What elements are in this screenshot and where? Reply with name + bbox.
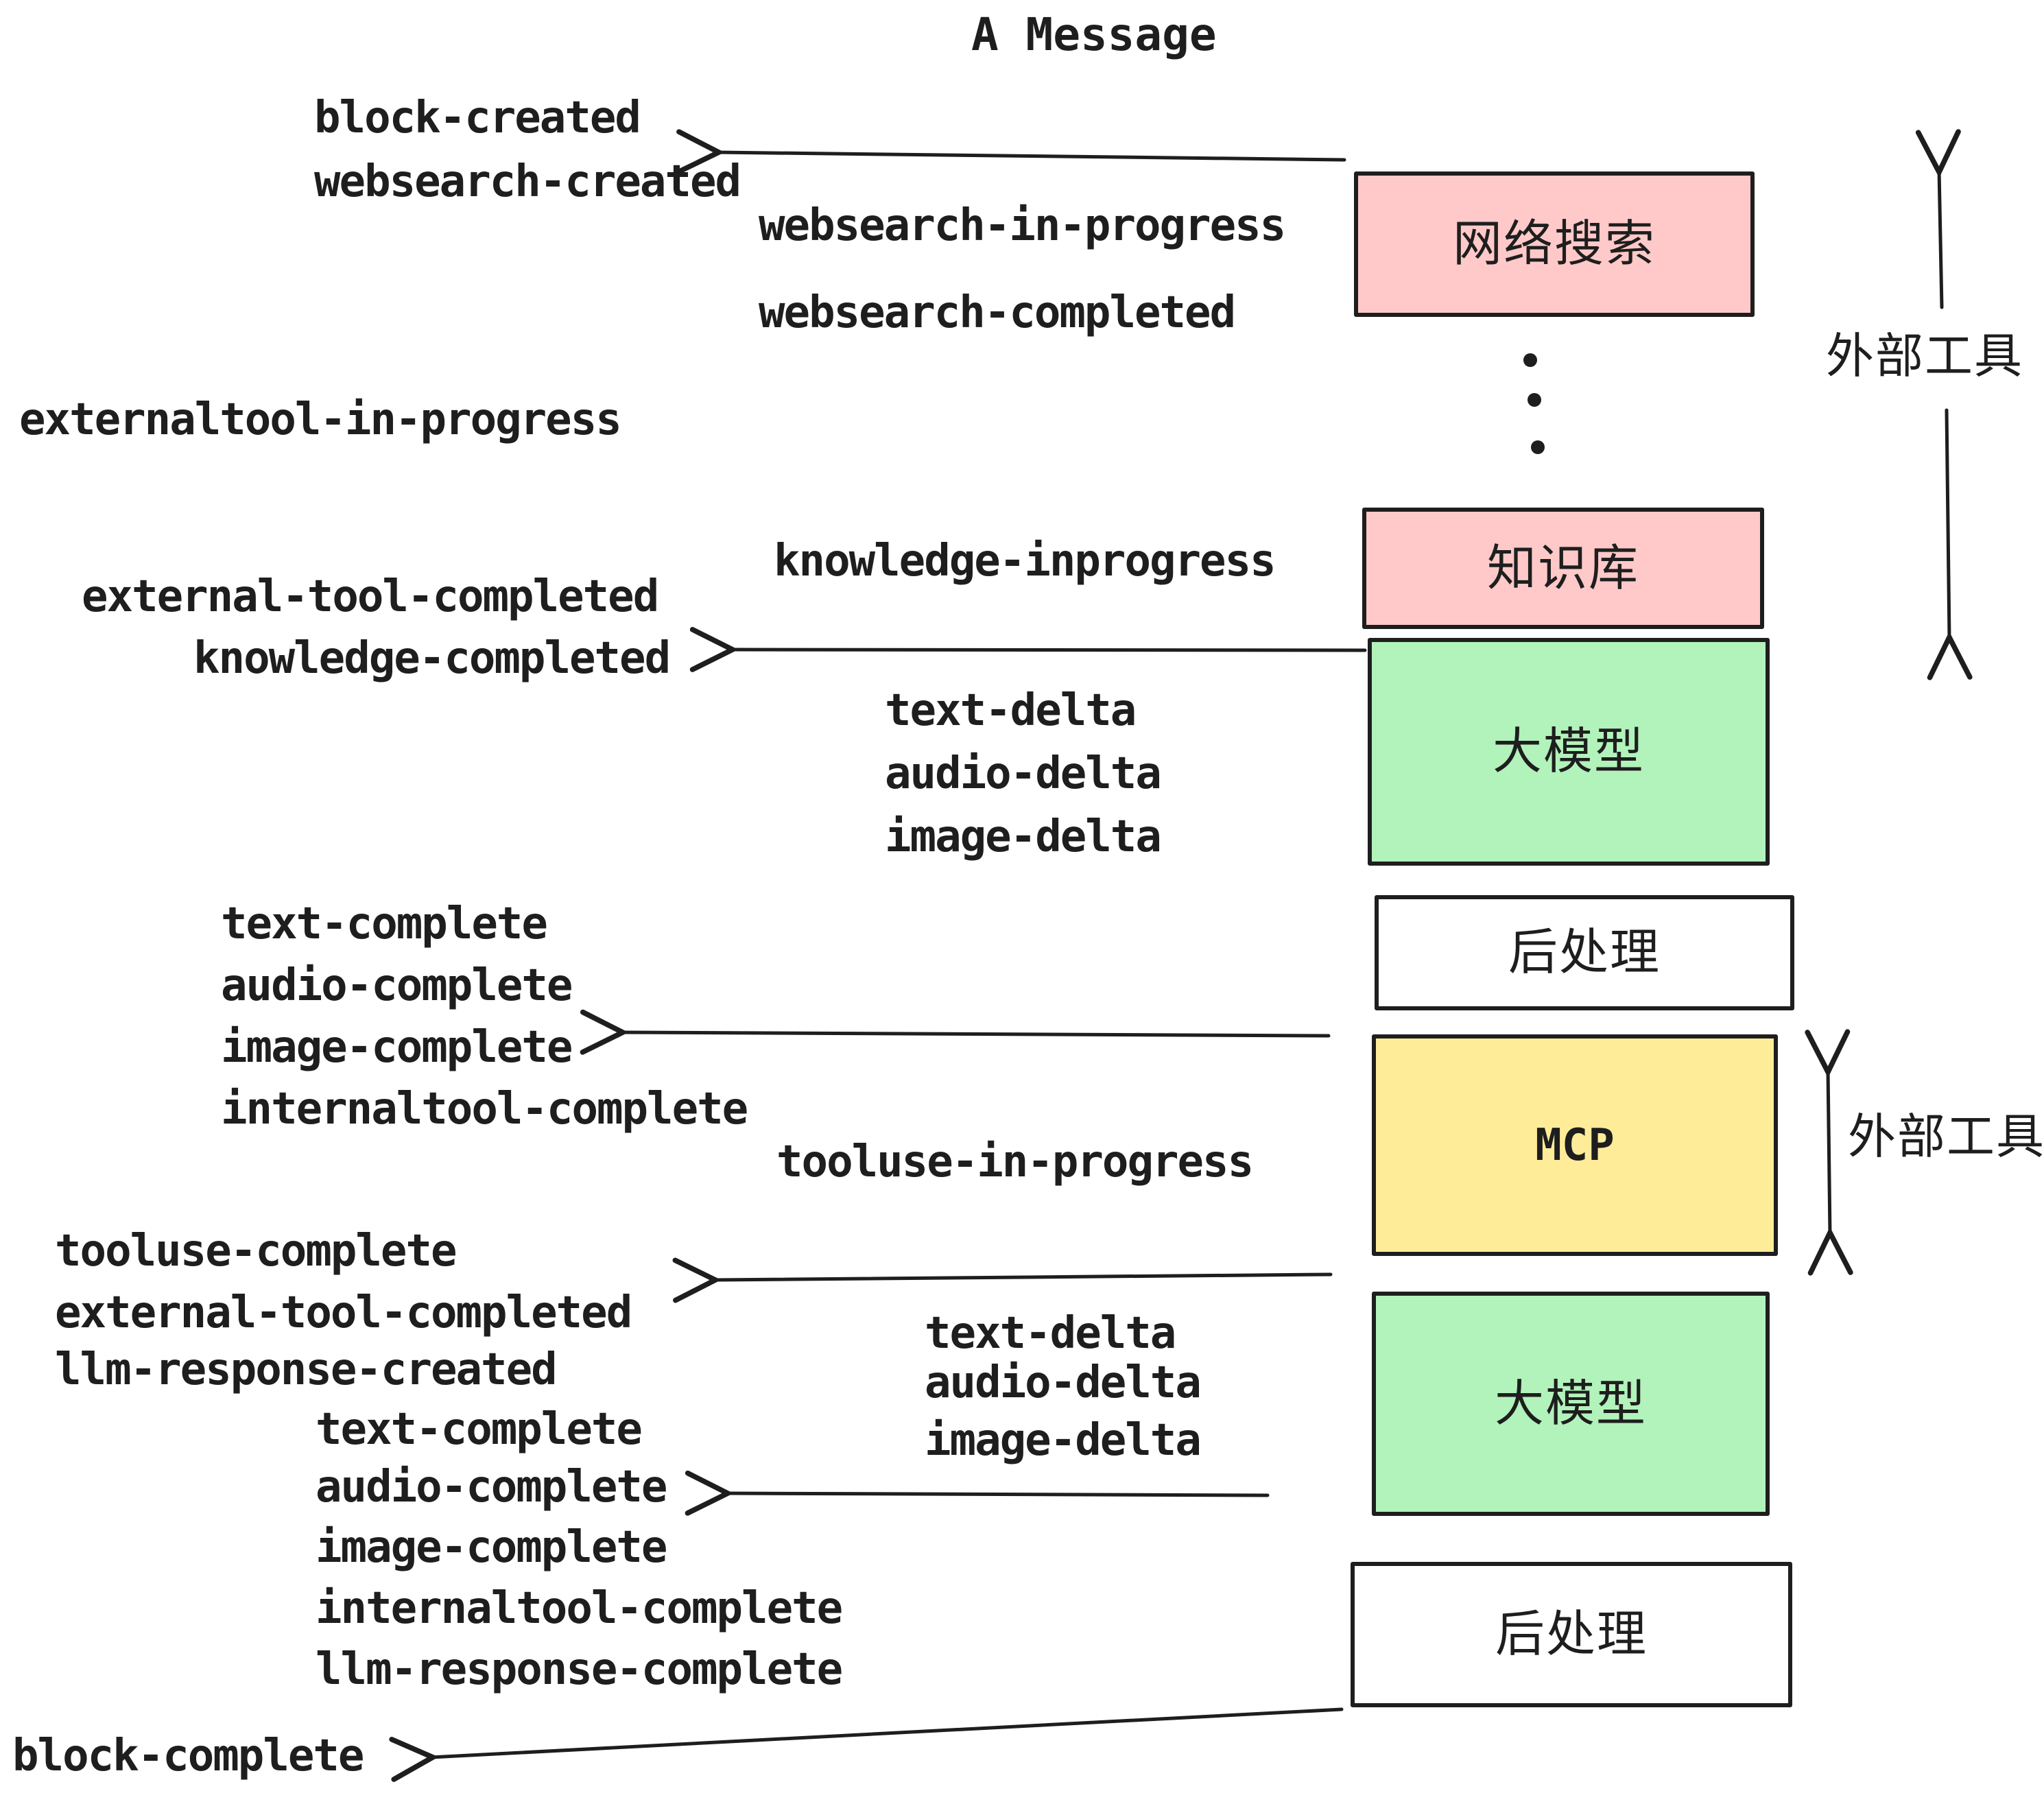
event-text-complete-1: text-complete — [221, 899, 548, 949]
node-websearch: 网络搜索 — [1354, 171, 1755, 317]
event-image-delta-1: image-delta — [885, 811, 1162, 862]
external-tools-down-arrow — [1947, 408, 1949, 639]
external-tools-double-arrow — [1828, 1070, 1830, 1235]
event-llm-response-created: llm-response-created — [55, 1344, 558, 1395]
arrow-post1-to-image-complete — [621, 1032, 1331, 1036]
event-audio-complete-2: audio-complete — [316, 1462, 667, 1512]
event-internaltool-complete-1: internaltool-complete — [221, 1084, 748, 1135]
event-tooluse-complete: tooluse-complete — [55, 1226, 457, 1277]
event-text-complete-2: text-complete — [316, 1404, 643, 1455]
node-mcp: MCP — [1372, 1034, 1778, 1256]
event-text-delta-1: text-delta — [885, 685, 1137, 736]
node-post-1-label: 后处理 — [1508, 925, 1661, 980]
event-knowledge-completed: knowledge-completed — [193, 633, 671, 684]
arrow-websearch-to-block-created — [717, 152, 1346, 160]
event-text-delta-2: text-delta — [925, 1308, 1176, 1359]
arrow-mcp-to-tooluse-complete — [713, 1274, 1333, 1280]
event-image-delta-2: image-delta — [925, 1415, 1202, 1466]
event-external-tool-completed-2: external-tool-completed — [55, 1287, 632, 1338]
event-audio-delta-2: audio-delta — [925, 1357, 1202, 1408]
diagram-title: A Message — [971, 8, 1217, 61]
event-websearch-completed: websearch-completed — [759, 287, 1236, 338]
event-image-complete-1: image-complete — [221, 1022, 573, 1073]
event-websearch-in-progress: websearch-in-progress — [759, 200, 1286, 251]
vertical-ellipsis-dots — [1523, 353, 1545, 454]
event-llm-response-complete: llm-response-complete — [316, 1644, 843, 1695]
node-llm-1-label: 大模型 — [1492, 724, 1645, 779]
event-audio-complete-1: audio-complete — [221, 960, 573, 1011]
arrow-post2-to-block-complete — [431, 1707, 1344, 1757]
event-block-created: block-created — [314, 93, 641, 143]
node-post-1: 后处理 — [1375, 895, 1794, 1010]
event-block-complete: block-complete — [12, 1731, 364, 1781]
node-post-2-label: 后处理 — [1495, 1607, 1648, 1662]
external-tools-label-upper: 外部工具 — [1826, 329, 2023, 383]
node-knowledge-label: 知识库 — [1486, 541, 1639, 596]
event-external-tool-completed-1: external-tool-completed — [82, 571, 659, 622]
node-llm-2: 大模型 — [1372, 1292, 1770, 1516]
node-websearch-label: 网络搜索 — [1452, 217, 1656, 272]
event-externaltool-in-progress: externaltool-in-progress — [19, 394, 622, 445]
node-knowledge: 知识库 — [1362, 508, 1764, 629]
node-mcp-label: MCP — [1535, 1119, 1615, 1171]
event-tooluse-in-progress: tooluse-in-progress — [776, 1137, 1254, 1187]
node-llm-1: 大模型 — [1368, 638, 1770, 866]
event-audio-delta-1: audio-delta — [885, 748, 1162, 799]
external-tools-label-lower: 外部工具 — [1848, 1110, 2044, 1163]
node-post-2: 后处理 — [1351, 1562, 1792, 1707]
external-tools-up-arrow — [1939, 170, 1942, 309]
event-internaltool-complete-2: internaltool-complete — [316, 1583, 843, 1634]
event-knowledge-inprogress: knowledge-inprogress — [774, 536, 1276, 586]
event-image-complete-2: image-complete — [316, 1522, 667, 1573]
node-llm-2-label: 大模型 — [1494, 1376, 1647, 1432]
arrow-llm2-to-audio-complete — [726, 1493, 1270, 1495]
event-websearch-created: websearch-created — [314, 156, 741, 207]
